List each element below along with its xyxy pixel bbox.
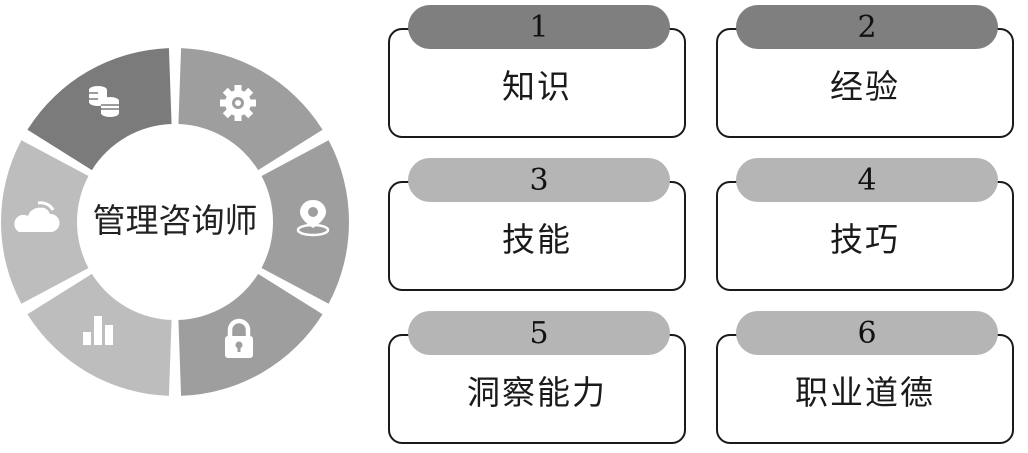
card-2: 2 经验 xyxy=(716,0,1018,138)
cloud-icon xyxy=(14,201,60,232)
card-label: 知识 xyxy=(502,67,572,106)
card-label: 经验 xyxy=(830,67,900,106)
wheel-segment-coins xyxy=(27,48,172,171)
card-label: 技能 xyxy=(502,220,572,259)
bar-chart-icon xyxy=(83,316,113,345)
card-number-tab: 4 xyxy=(736,158,998,202)
wheel-segment-location-pin xyxy=(261,140,349,304)
card-label: 洞察能力 xyxy=(467,373,607,412)
card-label: 技巧 xyxy=(830,220,900,259)
card-number-tab: 5 xyxy=(408,311,670,355)
location-pin-icon xyxy=(296,200,330,237)
card-number-tab: 3 xyxy=(408,158,670,202)
card-number-tab: 6 xyxy=(736,311,998,355)
wheel-segment-lock xyxy=(178,273,323,396)
card-1: 1 知识 xyxy=(388,0,690,138)
wheel-icons xyxy=(14,85,330,358)
center-label: 管理咨询师 xyxy=(93,201,258,240)
card-label: 职业道德 xyxy=(795,373,935,412)
card-number-tab: 2 xyxy=(736,5,998,49)
competency-wheel: 管理咨询师 xyxy=(1,48,349,396)
card-number-tab: 1 xyxy=(408,5,670,49)
wheel-segments xyxy=(1,48,349,396)
wheel-segment-gear xyxy=(178,48,323,171)
card-6: 6 职业道德 xyxy=(716,306,1018,444)
gear-icon xyxy=(220,85,256,121)
card-5: 5 洞察能力 xyxy=(388,306,690,444)
coins-icon xyxy=(89,86,119,117)
lock-icon xyxy=(225,318,253,358)
card-3: 3 技能 xyxy=(388,153,690,291)
card-4: 4 技巧 xyxy=(716,153,1018,291)
